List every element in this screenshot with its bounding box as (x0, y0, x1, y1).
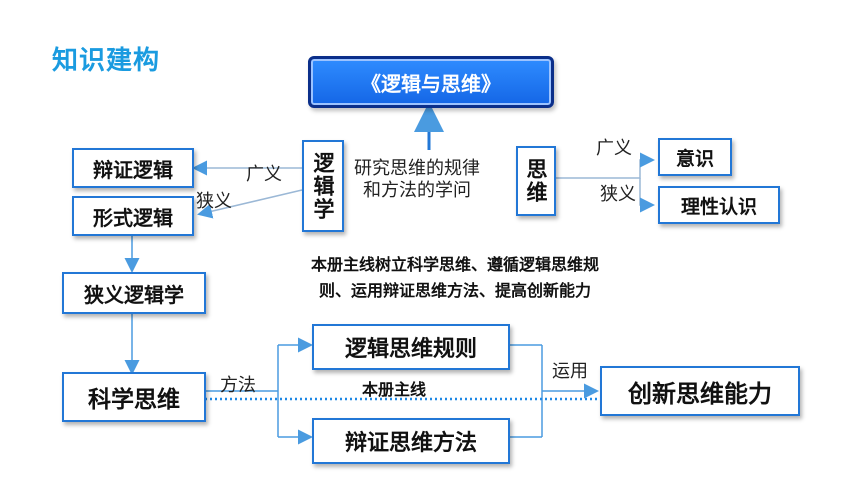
dialectical-logic-box: 辩证逻辑 (72, 148, 194, 188)
innovative-ability-box: 创新思维能力 (600, 366, 800, 416)
method-label: 方法 (220, 375, 256, 396)
definition-line-1: 研究思维的规律 (354, 158, 480, 179)
note-line-1: 本册主线树立科学思维、遵循逻辑思维规 (310, 255, 599, 274)
thinking-box: 思维 (516, 146, 556, 216)
page-title: 知识建构 (52, 46, 161, 76)
logic-definition: 研究思维的规律 和方法的学问 (354, 158, 480, 202)
apply-label: 运用 (552, 361, 588, 382)
formal-logic-box: 形式逻辑 (72, 196, 194, 236)
consciousness-box: 意识 (658, 138, 732, 176)
scientific-thinking-box: 科学思维 (62, 372, 206, 422)
left-broad-label: 广义 (246, 164, 282, 185)
arrow-narrow-right (639, 178, 655, 213)
rational-cognition-box: 理性认识 (658, 186, 780, 224)
left-narrow-label: 狭义 (196, 191, 232, 212)
book-title-box: 《逻辑与思维》 (308, 56, 554, 108)
narrow-logic-box: 狭义逻辑学 (62, 272, 206, 314)
mainline-label: 本册主线 (362, 380, 427, 399)
arrow-broad-right (553, 152, 655, 179)
logic-box: 逻辑学 (302, 140, 344, 232)
arrow-narrow-left (197, 189, 303, 219)
right-narrow-label: 狭义 (600, 184, 636, 205)
right-broad-label: 广义 (596, 138, 632, 159)
logic-rules-box: 逻辑思维规则 (312, 324, 510, 370)
mainline-note: 本册主线树立科学思维、遵循逻辑思维规 则、运用辩证思维方法、提高创新能力 (250, 252, 660, 304)
definition-line-2: 和方法的学问 (363, 180, 471, 201)
dialectical-methods-box: 辩证思维方法 (312, 418, 510, 464)
note-line-2: 则、运用辩证思维方法、提高创新能力 (318, 281, 591, 300)
